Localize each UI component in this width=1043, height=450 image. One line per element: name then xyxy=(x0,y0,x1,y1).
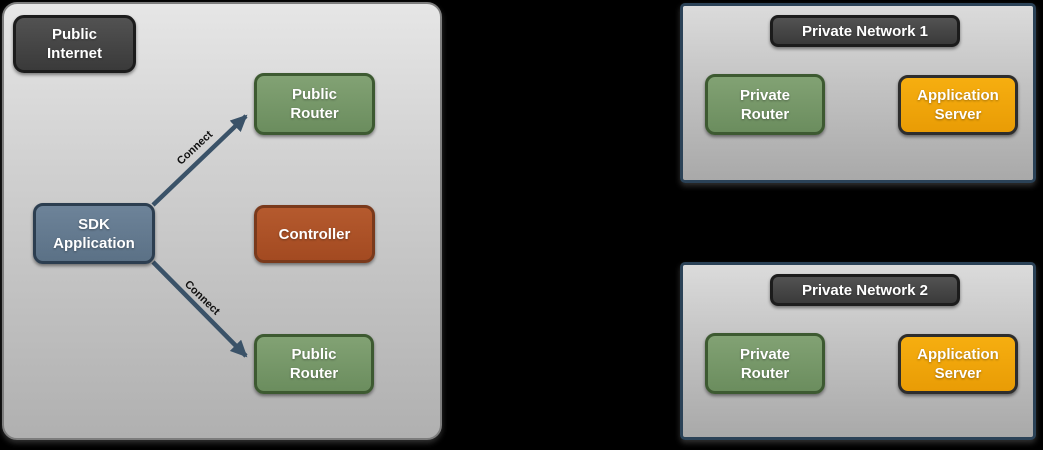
node-application-server-2: Application Server xyxy=(898,334,1018,394)
private-network-1-title-badge: Private Network 1 xyxy=(770,15,960,47)
node-sdk-application: SDK Application xyxy=(33,203,155,264)
private-network-2-zone: Private Network 2 Private Router Applica… xyxy=(680,262,1036,440)
node-controller: Controller xyxy=(254,205,375,263)
public-internet-title-badge: Public Internet xyxy=(13,15,136,73)
connect-arrow-top xyxy=(151,114,248,207)
private-network-2-title-badge: Private Network 2 xyxy=(770,274,960,306)
node-private-router-2: Private Router xyxy=(705,333,825,394)
node-application-server-1: Application Server xyxy=(898,75,1018,135)
node-public-router-top: Public Router xyxy=(254,73,375,135)
connect-arrow-bottom xyxy=(151,260,248,358)
node-private-router-1: Private Router xyxy=(705,74,825,135)
node-public-router-bottom: Public Router xyxy=(254,334,374,394)
public-internet-zone: Public Internet Public Router SDK Applic… xyxy=(2,2,442,440)
private-network-1-zone: Private Network 1 Private Router Applica… xyxy=(680,3,1036,183)
edge-label-connect-bottom: Connect xyxy=(182,278,222,318)
edge-label-connect-top: Connect xyxy=(174,128,216,168)
